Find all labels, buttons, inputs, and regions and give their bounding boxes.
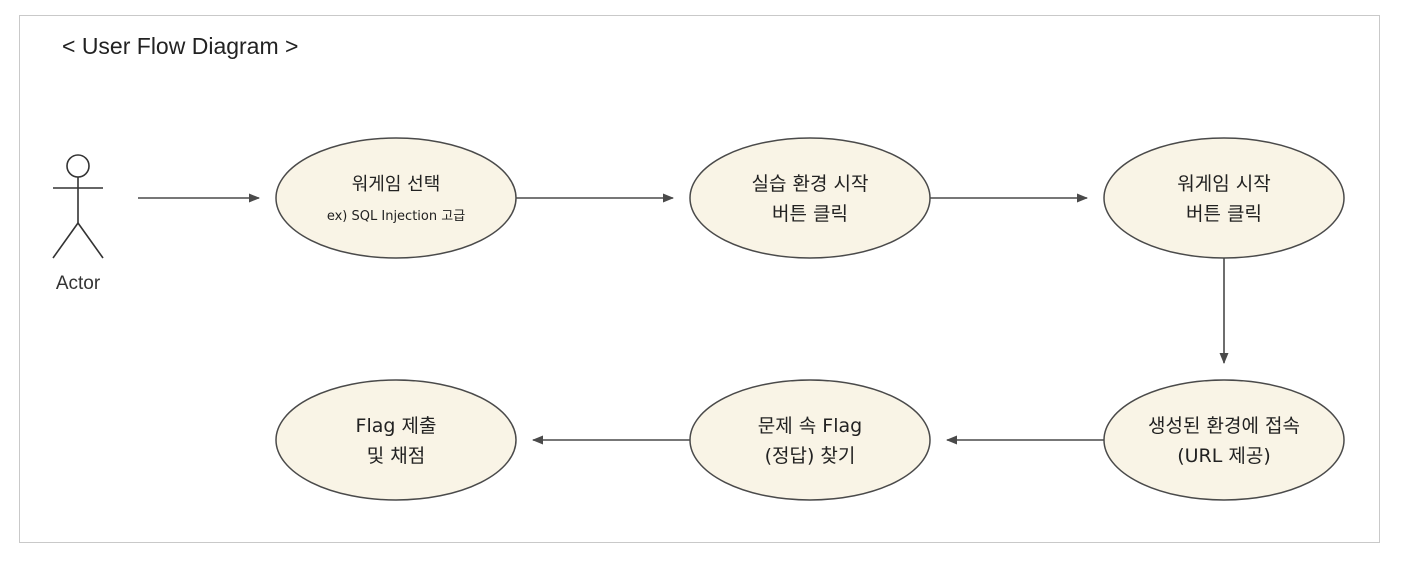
node-label-line1: 문제 속 Flag (758, 415, 862, 437)
node-ellipse (1103, 379, 1345, 501)
actor: Actor (52, 154, 104, 294)
node-label-line2: ex) SQL Injection 고급 (327, 209, 465, 224)
actor-label: Actor (56, 273, 101, 294)
node-ellipse (275, 379, 517, 501)
node-ellipse (1103, 137, 1345, 259)
node-label-line2: 버튼 클릭 (1186, 203, 1262, 225)
node-connect-env: 생성된 환경에 접속 (URL 제공) (1103, 379, 1345, 501)
edges (138, 193, 1229, 445)
diagram-title: < User Flow Diagram > (62, 33, 299, 59)
node-submit-flag: Flag 제출및 채점 (275, 379, 517, 501)
node-select-wargame: 워게임 선택 ex) SQL Injection 고급 (275, 137, 517, 259)
node-label-line1: 실습 환경 시작 (752, 173, 869, 195)
node-find-flag: 문제 속 Flag (정답) 찾기 (689, 379, 931, 501)
node-label-line1: 생성된 환경에 접속 (1148, 415, 1300, 437)
node-ellipse (689, 379, 931, 501)
node-label-line1: 워게임 시작 (1177, 173, 1270, 195)
node-label-line2: (정답) 찾기 (765, 445, 856, 467)
node-ellipse (275, 137, 517, 259)
node-label-line2: (URL 제공) (1177, 445, 1271, 467)
node-label-line2: 및 채점 (367, 445, 425, 467)
node-label-line2: 버튼 클릭 (772, 203, 848, 225)
node-ellipse (689, 137, 931, 259)
node-label-line1: Flag 제출 (356, 415, 437, 437)
node-label-line1: 워게임 선택 (352, 174, 441, 195)
stick-figure-icon (52, 154, 104, 259)
